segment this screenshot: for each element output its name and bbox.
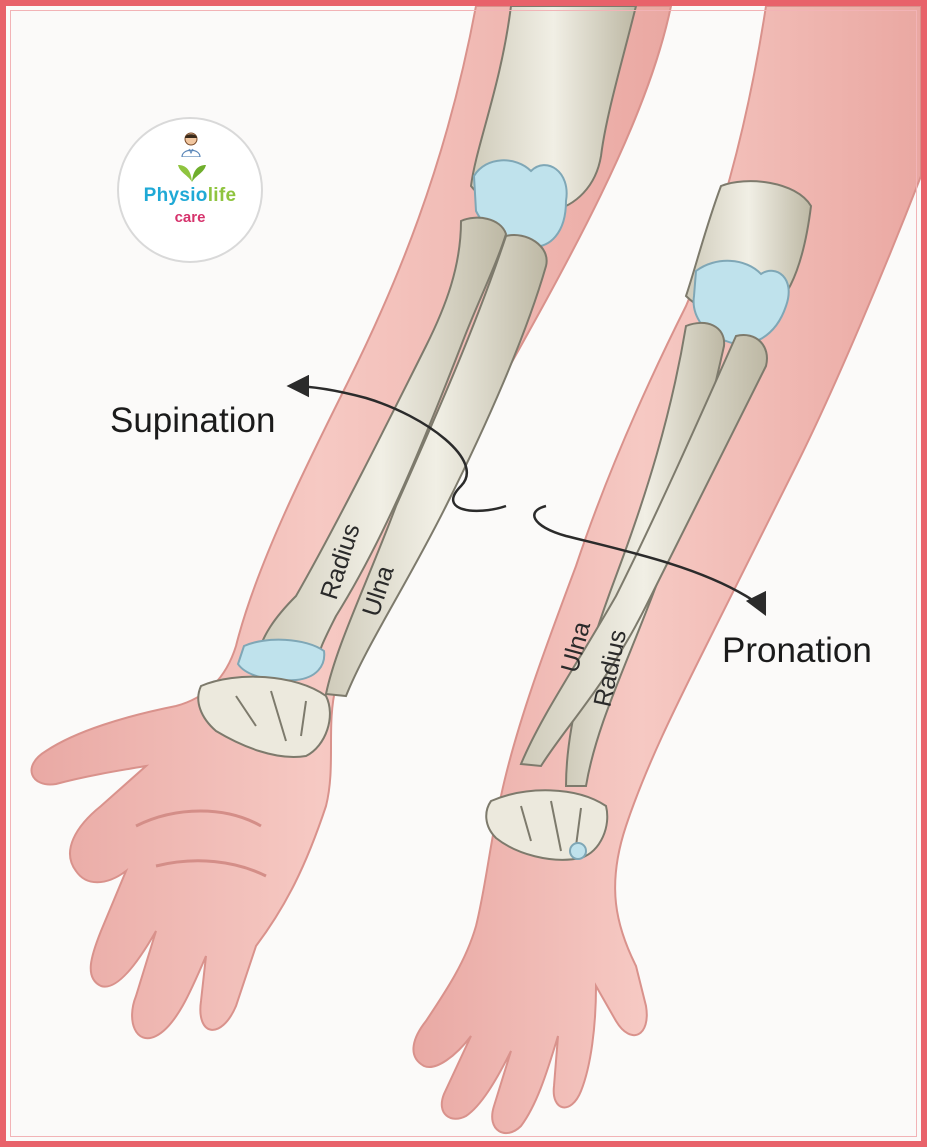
pronation-label: Pronation [722,631,872,670]
doctor-icon [180,131,202,157]
physiolife-logo: Physiolife care [117,117,263,263]
logo-brand-part1: Physio [144,185,208,206]
leaf-icon [176,161,208,183]
logo-brand-name: Physiolife [119,185,261,207]
logo-subtitle: care [119,209,261,226]
right-pisiform [570,843,586,859]
supination-label: Supination [110,401,275,440]
left-wrist-cartilage [238,640,324,681]
logo-brand-part2: life [208,185,237,206]
